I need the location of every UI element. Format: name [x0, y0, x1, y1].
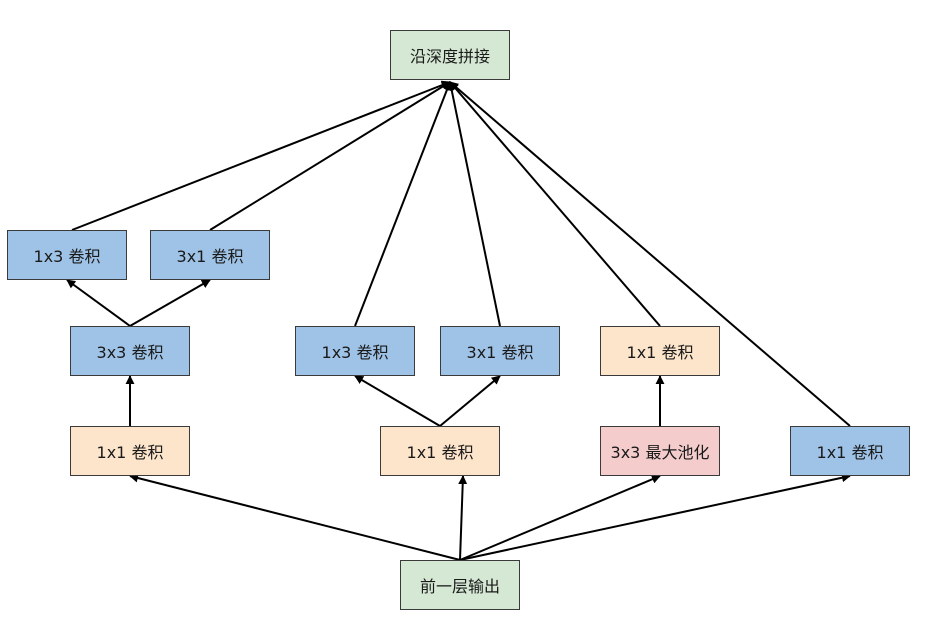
branch2-1x3-conv-node: 1x3 卷积	[295, 326, 415, 376]
edge-b1-3x1-to-concat	[209, 81, 451, 231]
input-node: 前一层输出	[400, 560, 520, 610]
concat-node: 沿深度拼接	[390, 30, 510, 80]
edge-b1-3x3-to-b1-3x1	[129, 279, 211, 327]
branch1-1x3-conv-node: 1x3 卷积	[7, 230, 127, 280]
branch3-1x1-conv-node: 1x1 卷积	[600, 326, 720, 376]
edge-b3-1x1-to-concat	[449, 81, 661, 327]
edge-b1-3x3-to-b1-1x3	[66, 279, 131, 327]
edge-b2-3x1-to-concat	[447, 81, 501, 327]
branch3-maxpool-node: 3x3 最大池化	[600, 426, 720, 476]
branch2-1x1-conv-node: 1x1 卷积	[380, 426, 500, 476]
edge-b2-1x3-to-concat	[354, 81, 452, 327]
edge-b2-1x1-to-b2-1x3	[354, 375, 441, 427]
edge-b4-1x1-to-concat	[449, 81, 851, 427]
branch1-3x1-conv-node: 3x1 卷积	[150, 230, 270, 280]
edge-b2-1x1-to-b2-3x1	[439, 375, 501, 427]
edge-input-to-b2-1x1	[458, 475, 468, 561]
branch1-1x1-conv-node: 1x1 卷积	[70, 426, 190, 476]
edge-b1-1x3-to-concat	[71, 80, 451, 231]
branch1-3x3-conv-node: 3x3 卷积	[70, 326, 190, 376]
edge-input-to-b3-pool	[459, 474, 661, 561]
branch2-3x1-conv-node: 3x1 卷积	[440, 326, 560, 376]
edge-input-to-b1-1x1	[129, 473, 461, 561]
branch4-1x1-conv-node: 1x1 卷积	[790, 426, 910, 476]
edge-input-to-b4-1x1	[459, 473, 851, 561]
